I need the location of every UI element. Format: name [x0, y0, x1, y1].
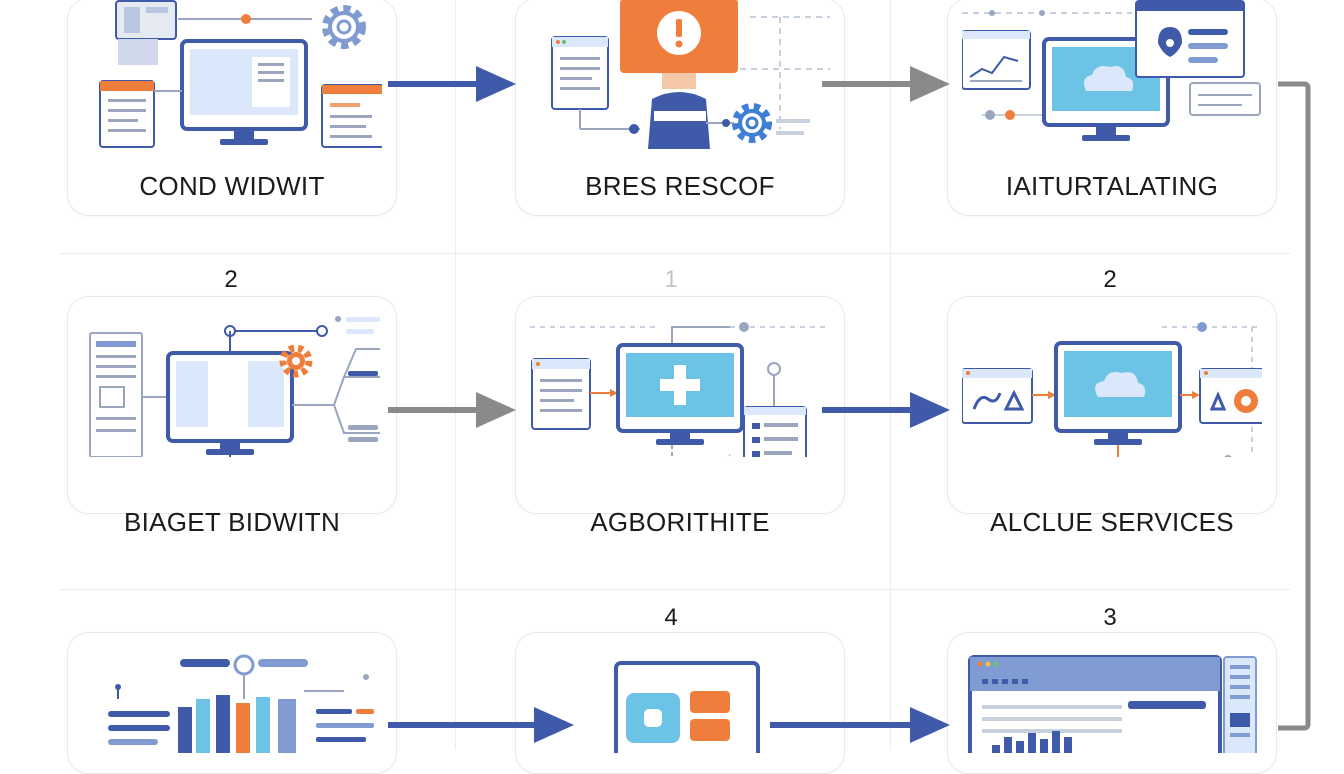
- monitor-docs-gear-icon: [99, 0, 382, 148]
- card-bres-rescof: BRES RESCOF: [515, 0, 845, 216]
- step-number: 2: [224, 266, 238, 293]
- bar-chart-icon: [108, 654, 374, 753]
- card-biaget-bidwitn: BIAGET BIDWITN: [67, 296, 397, 537]
- flow-connector: [1278, 81, 1311, 731]
- step-number: 4: [664, 604, 678, 631]
- card-dashboard-tiles: [515, 632, 845, 774]
- user-alert-icon: [551, 0, 830, 149]
- grid-line-row2: [60, 589, 1290, 590]
- arrow-right-icon: [822, 66, 950, 102]
- card-label: COND WIDWIT: [139, 171, 325, 201]
- card-browser-analytics: [947, 632, 1277, 774]
- card-label: BRES RESCOF: [585, 171, 775, 201]
- monitor-plus-icon: [530, 322, 830, 457]
- grid-line-row1: [60, 253, 1290, 254]
- dashboard-tiles-icon: [614, 661, 760, 753]
- arrow-right-icon: [770, 707, 950, 743]
- step-number: 1: [664, 266, 678, 293]
- card-label: IAITURTALATING: [1005, 171, 1219, 201]
- step-number: 2: [1103, 266, 1117, 293]
- card-label: BIAGET BIDWITN: [123, 507, 341, 537]
- monitor-network-icon: [89, 316, 380, 457]
- arrow-right-icon: [388, 66, 516, 102]
- grid-line-col1: [455, 0, 456, 750]
- monitor-cloud-panels-icon: [962, 0, 1261, 141]
- arrow-right-icon: [388, 707, 574, 743]
- card-label: AGBORITHITE: [590, 507, 770, 537]
- arrow-right-icon: [822, 392, 950, 428]
- arrow-right-icon: [388, 392, 516, 428]
- card-bar-chart: [67, 632, 397, 774]
- card-label: ALCLUE SERVICES: [990, 507, 1234, 537]
- card-agborithite: AGBORITHITE: [515, 296, 845, 537]
- card-cond-widwit: COND WIDWIT: [67, 0, 397, 216]
- card-iaiturtalating: IAITURTALATING: [947, 0, 1277, 216]
- monitor-cloud-services-icon: [962, 322, 1262, 457]
- card-alclue-services: ALCLUE SERVICES: [947, 296, 1277, 537]
- grid-line-col2: [890, 0, 891, 750]
- step-number: 3: [1103, 604, 1117, 631]
- browser-analytics-icon: [968, 655, 1257, 753]
